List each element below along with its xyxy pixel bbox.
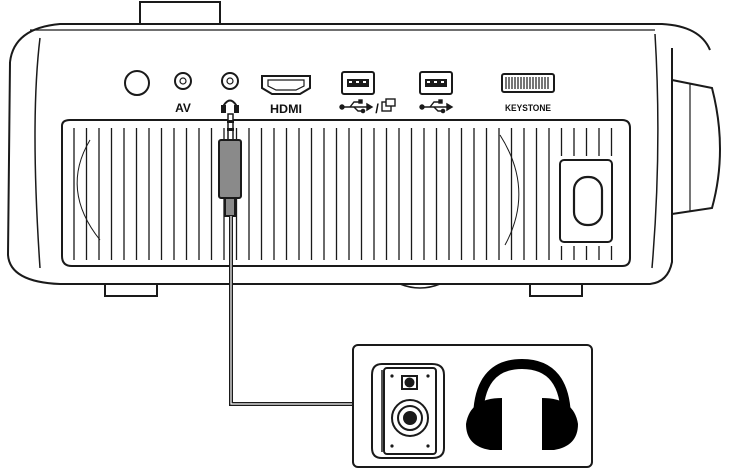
usb-port-1[interactable]: [342, 72, 374, 94]
ir-receiver: [125, 71, 149, 95]
jack-plug: [219, 140, 241, 198]
hdmi-label: HDMI: [270, 102, 302, 116]
speaker-icon: [372, 364, 444, 458]
usb-port-2[interactable]: [420, 72, 452, 94]
headphone-port[interactable]: [222, 73, 238, 89]
output-devices-box: [353, 345, 592, 467]
jack-tip: [228, 114, 233, 140]
usb-slash-label: /: [375, 101, 379, 116]
hdmi-port[interactable]: [262, 76, 310, 94]
av-label: AV: [175, 101, 191, 115]
usb-icon: [340, 100, 372, 113]
usb-icon: [420, 100, 452, 113]
ports-panel: [125, 71, 554, 95]
ventilation-grille: [62, 120, 630, 266]
keystone-label: KEYSTONE: [505, 103, 551, 113]
projector-body: [8, 2, 720, 296]
side-recess: [560, 160, 612, 242]
keystone-wheel[interactable]: [502, 74, 554, 92]
screen-mirror-icon: [382, 99, 395, 111]
headphone-icon: [222, 101, 238, 113]
av-port[interactable]: [175, 73, 191, 89]
